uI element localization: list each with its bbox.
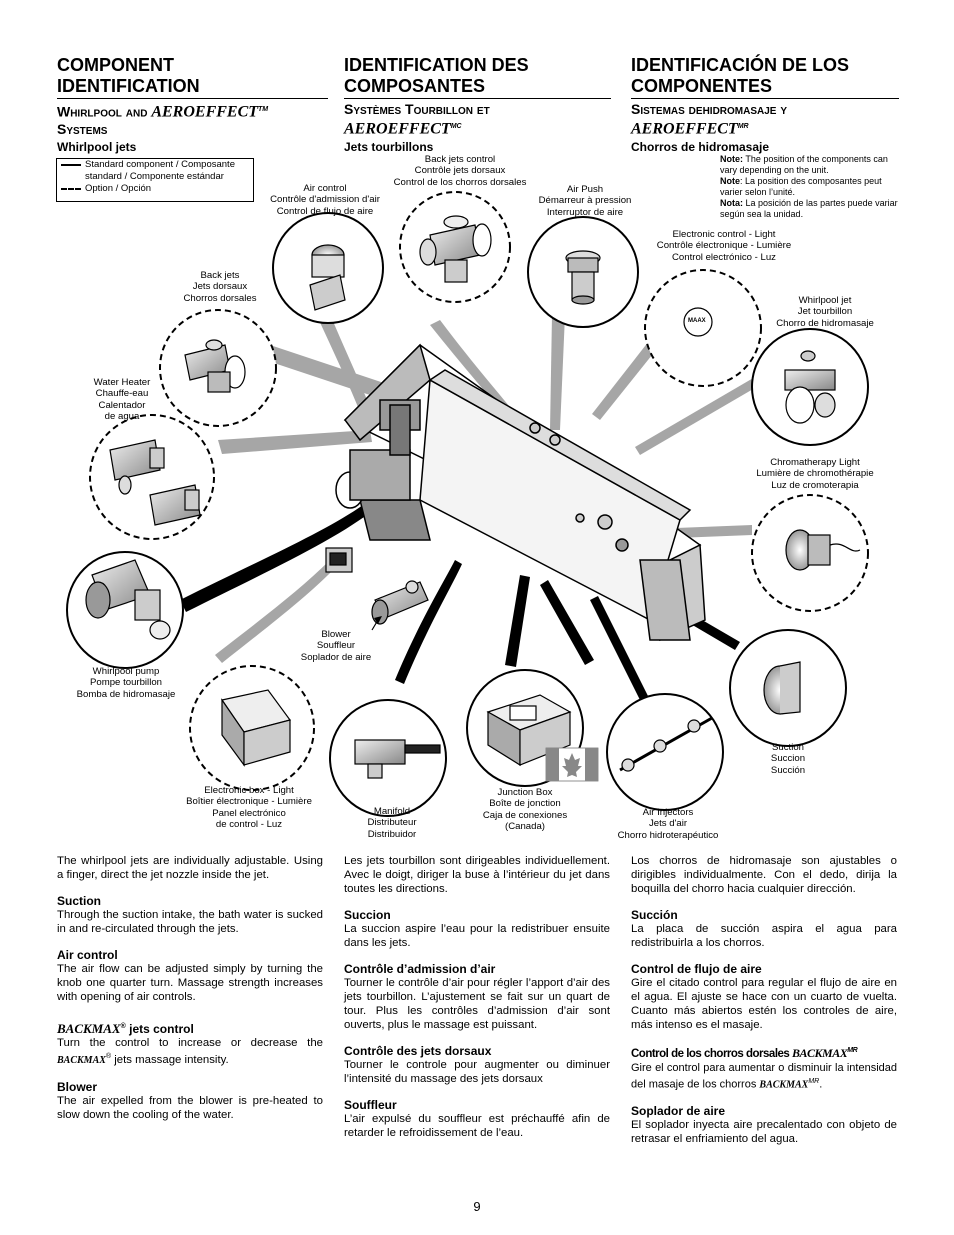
spanish-body: Los chorros de hidromasaje son ajustable… <box>631 854 897 1146</box>
french-title: IDENTIFICATION DES COMPOSANTES <box>344 55 611 99</box>
label-blower: Blower Souffleur Soplador de aire <box>300 629 372 663</box>
dashed-line-icon <box>61 188 81 190</box>
english-suction-heading: Suction <box>57 894 101 908</box>
spanish-brand-line: AEROEFFECTMR <box>631 120 749 138</box>
french-header: IDENTIFICATION DES COMPOSANTES Systèmes … <box>344 55 611 154</box>
english-system-line: Whirlpool and AEROEFFECTTM <box>57 103 269 121</box>
electronic-box-icon <box>220 689 292 767</box>
english-blower-text: The air expelled from the blower is pre-… <box>57 1094 323 1121</box>
blower-arrow <box>371 616 382 631</box>
whirlpool-jet-icon <box>784 350 836 424</box>
english-intro: The whirlpool jets are individually adju… <box>57 855 323 881</box>
switch-icon <box>325 547 353 573</box>
water-heater-circle <box>89 414 215 540</box>
legend-box: Standard component / Composante standard… <box>56 158 254 202</box>
air-control-icon <box>309 244 346 311</box>
spanish-intro: Los chorros de hidromasaje son ajustable… <box>631 855 897 895</box>
label-whirlpool-pump: Whirlpool pump Pompe tourbillon Bomba de… <box>76 666 176 700</box>
label-electronic-control: Electronic control - Light Contrôle élec… <box>656 229 792 263</box>
position-note: Note: The position of the components can… <box>720 154 898 219</box>
air-push-icon <box>565 250 601 305</box>
canada-flag-icon <box>545 747 599 782</box>
spanish-suction-heading: Succión <box>631 908 678 922</box>
english-blower-heading: Blower <box>57 1079 98 1094</box>
label-air-push: Air Push Démarreur à pression Interrupto… <box>538 184 632 218</box>
english-body: The whirlpool jets are individually adju… <box>57 854 323 1122</box>
english-suction-text: Through the suction intake, the bath wat… <box>57 909 323 935</box>
spanish-backmax-heading: Control de los chorros dorsales BACKMAXM… <box>631 1045 858 1060</box>
legend-option: Option / Opción <box>57 183 253 195</box>
french-subtitle: Jets tourbillons <box>344 139 434 154</box>
english-backmax-text: Turn the control to increase or decrease… <box>57 1037 323 1066</box>
english-subtitle: Whirlpool jets <box>57 139 137 154</box>
label-whirlpool-jet: Whirlpool jet Jet tourbillon Chorro de h… <box>776 295 874 329</box>
french-backmax-heading: Contrôle des jets dorsaux <box>344 1044 492 1058</box>
bathtub-illustration <box>335 343 706 642</box>
french-air-heading: Contrôle d’admission d’air <box>344 962 496 976</box>
spanish-blower-heading: Soplador de aire <box>631 1104 726 1119</box>
french-backmax-text: Tourner le controle pour augmenter ou di… <box>344 1059 610 1085</box>
label-junction-box: Junction Box Boîte de jonction Caja de c… <box>482 787 568 832</box>
label-electronic-box: Electronic box - Light Boîtier électroni… <box>186 785 312 830</box>
electronic-control-icon <box>683 307 713 337</box>
label-manifold: Manifold Distributeur Distribuidor <box>367 806 417 840</box>
manifold-icon <box>354 739 441 779</box>
spanish-backmax-text: Gire el control para aumentar o disminui… <box>631 1061 897 1091</box>
french-body: Les jets tourbillon sont dirigeables ind… <box>344 854 610 1140</box>
water-heater-icon <box>109 439 201 526</box>
label-air-injectors: Air Injectors Jets d'air Chorro hidroter… <box>617 807 719 841</box>
chromatherapy-icon <box>785 529 861 571</box>
air-injectors-icon <box>619 716 713 772</box>
spanish-suction-text: La placa de succión aspira el agua para … <box>631 923 897 949</box>
spanish-air-heading: Control de flujo de aire <box>631 962 762 976</box>
spanish-blower-text: El soplador inyecta aire precalentado co… <box>631 1119 897 1146</box>
whirlpool-pump-icon <box>85 559 171 640</box>
back-jets-icon <box>184 339 246 393</box>
french-suction-text: La succion aspire l’eau pour la redistri… <box>344 923 610 949</box>
label-suction: Suction Succion Succión <box>770 742 806 776</box>
spanish-air-text: Gire el citado control para regular el f… <box>631 977 897 1031</box>
page-number: 9 <box>473 1199 481 1214</box>
spanish-subtitle: Chorros de hidromasaje <box>631 139 770 154</box>
maax-logo: MAAX <box>688 318 706 324</box>
english-system-suffix: Systems <box>57 120 108 137</box>
english-header: COMPONENT IDENTIFICATION Whirlpool and A… <box>57 55 328 154</box>
english-air-text: The air flow can be adjusted simply by t… <box>57 963 323 1003</box>
label-back-jets: Back jets Jets dorsaux Chorros dorsales <box>183 270 257 304</box>
legend-standard: Standard component / Composante standard… <box>57 159 253 183</box>
label-air-control: Air control Contrôle d'admission d'air C… <box>270 183 380 217</box>
french-blower-text: L’air expulsé du souffleur est préchauff… <box>344 1113 610 1139</box>
french-suction-heading: Succion <box>344 908 391 922</box>
english-title: COMPONENT IDENTIFICATION <box>57 55 328 99</box>
french-air-text: Tourner le contrôle d’air pour régler l’… <box>344 977 610 1031</box>
english-air-heading: Air control <box>57 948 118 962</box>
spanish-system-line: Sistemas dehidromasaje y <box>631 101 788 117</box>
french-brand-line: AEROEFFECTMC <box>344 120 462 138</box>
back-jets-control-icon <box>419 215 492 283</box>
suction-icon <box>763 661 801 715</box>
label-water-heater: Water Heater Chauffe-eau Calentador de a… <box>93 377 151 422</box>
spanish-title: IDENTIFICACIÓN DE LOS COMPONENTES <box>631 55 899 99</box>
label-back-jets-control: Back jets control Contrôle jets dorsaux … <box>393 154 527 188</box>
component-drawings <box>85 215 861 779</box>
junction-box-icon <box>486 694 572 767</box>
french-intro: Les jets tourbillon sont dirigeables ind… <box>344 855 610 895</box>
solid-line-icon <box>61 164 81 166</box>
label-chromatherapy: Chromatherapy Light Lumière de chromothé… <box>756 457 874 491</box>
english-backmax-heading: BACKMAX® jets control <box>57 1021 194 1037</box>
french-blower-heading: Souffleur <box>344 1098 397 1112</box>
french-system-line: Systèmes Tourbillon et <box>344 101 490 117</box>
air-injectors-circle <box>606 693 724 811</box>
spanish-header: IDENTIFICACIÓN DE LOS COMPONENTES Sistem… <box>631 55 899 154</box>
